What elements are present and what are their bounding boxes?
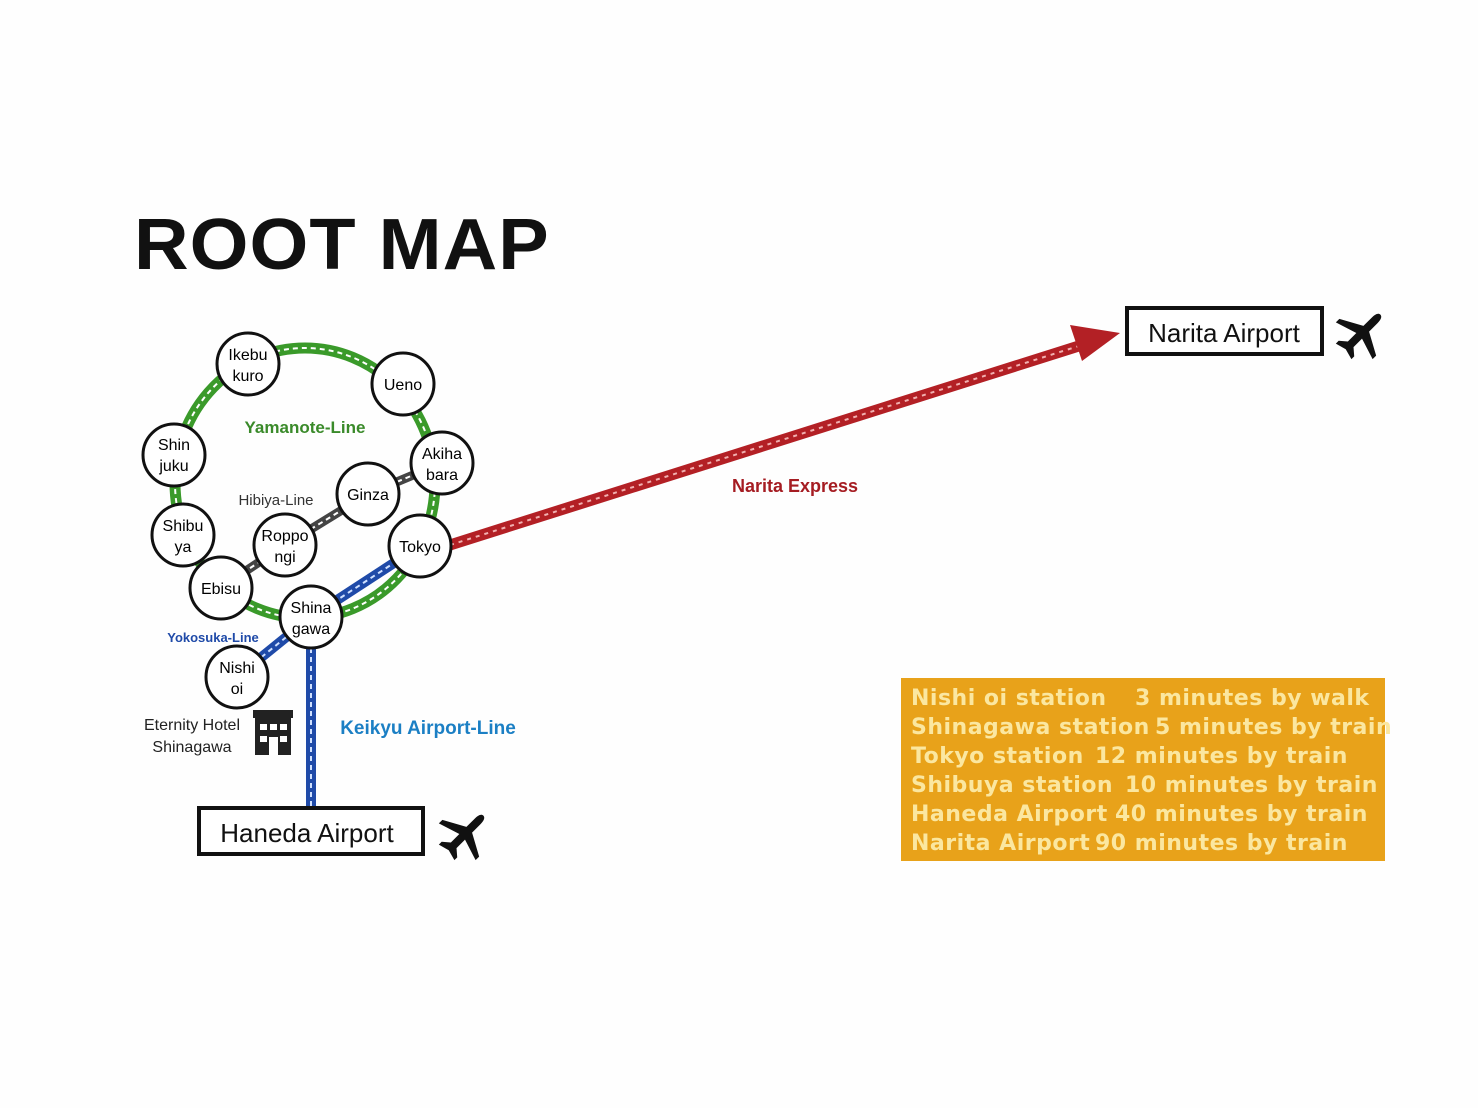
- access-info-row: Nishi oi station 3 minutes by walk: [911, 684, 1375, 713]
- station-ginza[interactable]: Ginza: [335, 461, 401, 527]
- access-time: 12 minutes by train: [1095, 744, 1348, 769]
- access-place: Narita Airport: [911, 831, 1091, 856]
- svg-text:Eternity Hotel: Eternity Hotel: [144, 717, 240, 734]
- haneda-airport-label: Haneda Airport: [220, 818, 394, 848]
- access-place: Haneda Airport: [911, 802, 1108, 827]
- keikyu-line-label: Keikyu Airport-Line: [340, 718, 516, 739]
- hotel-label: Eternity Hotel Shinagawa: [144, 717, 240, 756]
- station-label: Shina: [291, 600, 332, 617]
- access-time: 3 minutes by walk: [1135, 686, 1370, 711]
- station-label: Roppo: [261, 528, 308, 545]
- access-place: Shinagawa station: [911, 715, 1150, 740]
- yokosuka-line-label: Yokosuka-Line: [167, 630, 259, 645]
- hibiya-line: [217, 458, 444, 592]
- station-label: Shin: [158, 437, 190, 454]
- haneda-airport-box[interactable]: Haneda Airport: [197, 806, 425, 856]
- station-label: Ikebu: [228, 347, 267, 364]
- narita-airport-box[interactable]: Narita Airport: [1125, 306, 1324, 356]
- station-label: ya: [175, 539, 192, 556]
- station-roppongi[interactable]: Roppo ngi: [252, 512, 318, 578]
- station-label: bara: [426, 467, 458, 484]
- station-label: Ebisu: [201, 581, 241, 598]
- station-shinjuku[interactable]: Shin juku: [141, 422, 207, 488]
- station-akihabara[interactable]: Akiha bara: [409, 430, 475, 496]
- station-tokyo[interactable]: Tokyo: [387, 513, 453, 579]
- airplane-icon: [1335, 313, 1382, 360]
- narita-airport-label: Narita Airport: [1148, 318, 1300, 348]
- access-place: Shibuya station: [911, 773, 1114, 798]
- access-info-row: Tokyo station 12 minutes by train: [911, 742, 1375, 771]
- station-ikebukuro[interactable]: Ikebu kuro: [215, 331, 281, 397]
- station-label: Nishi: [219, 660, 255, 677]
- station-label: ngi: [274, 549, 295, 566]
- access-place: Tokyo station: [911, 744, 1084, 769]
- narita-express-arrow: [448, 325, 1120, 551]
- access-info-row: Haneda Airport 40 minutes by train: [911, 800, 1375, 829]
- station-label: Tokyo: [399, 539, 441, 556]
- hibiya-line-label: Hibiya-Line: [238, 492, 313, 509]
- page-title: ROOT MAP: [134, 205, 550, 285]
- station-label: Shibu: [163, 518, 204, 535]
- station-label: Ueno: [384, 377, 422, 394]
- access-info-row: Shibuya station 10 minutes by train: [911, 771, 1378, 800]
- station-label: gawa: [292, 621, 330, 638]
- access-place: Nishi oi station: [911, 686, 1107, 711]
- narita-express-label: Narita Express: [732, 476, 858, 496]
- station-label: kuro: [232, 368, 263, 385]
- access-info-box: Nishi oi station 3 minutes by walk Shinag…: [901, 678, 1392, 861]
- station-label: oi: [231, 681, 243, 698]
- station-shinagawa[interactable]: Shina gawa: [278, 584, 344, 650]
- station-shibuya[interactable]: Shibu ya: [150, 502, 216, 568]
- access-time: 10 minutes by train: [1125, 773, 1378, 798]
- station-label: Ginza: [347, 487, 389, 504]
- station-ebisu[interactable]: Ebisu: [188, 555, 254, 621]
- station-ueno[interactable]: Ueno: [370, 351, 436, 417]
- access-time: 5 minutes by train: [1155, 715, 1393, 740]
- station-nishioi[interactable]: Nishi oi: [204, 644, 270, 710]
- access-time: 90 minutes by train: [1095, 831, 1348, 856]
- station-label: juku: [158, 458, 188, 475]
- svg-text:Shinagawa: Shinagawa: [152, 739, 231, 756]
- airplane-icon: [438, 814, 485, 861]
- building-icon: [253, 710, 293, 755]
- yamanote-line-label: Yamanote-Line: [245, 418, 366, 437]
- station-label: Akiha: [422, 446, 462, 463]
- access-time: 40 minutes by train: [1115, 802, 1368, 827]
